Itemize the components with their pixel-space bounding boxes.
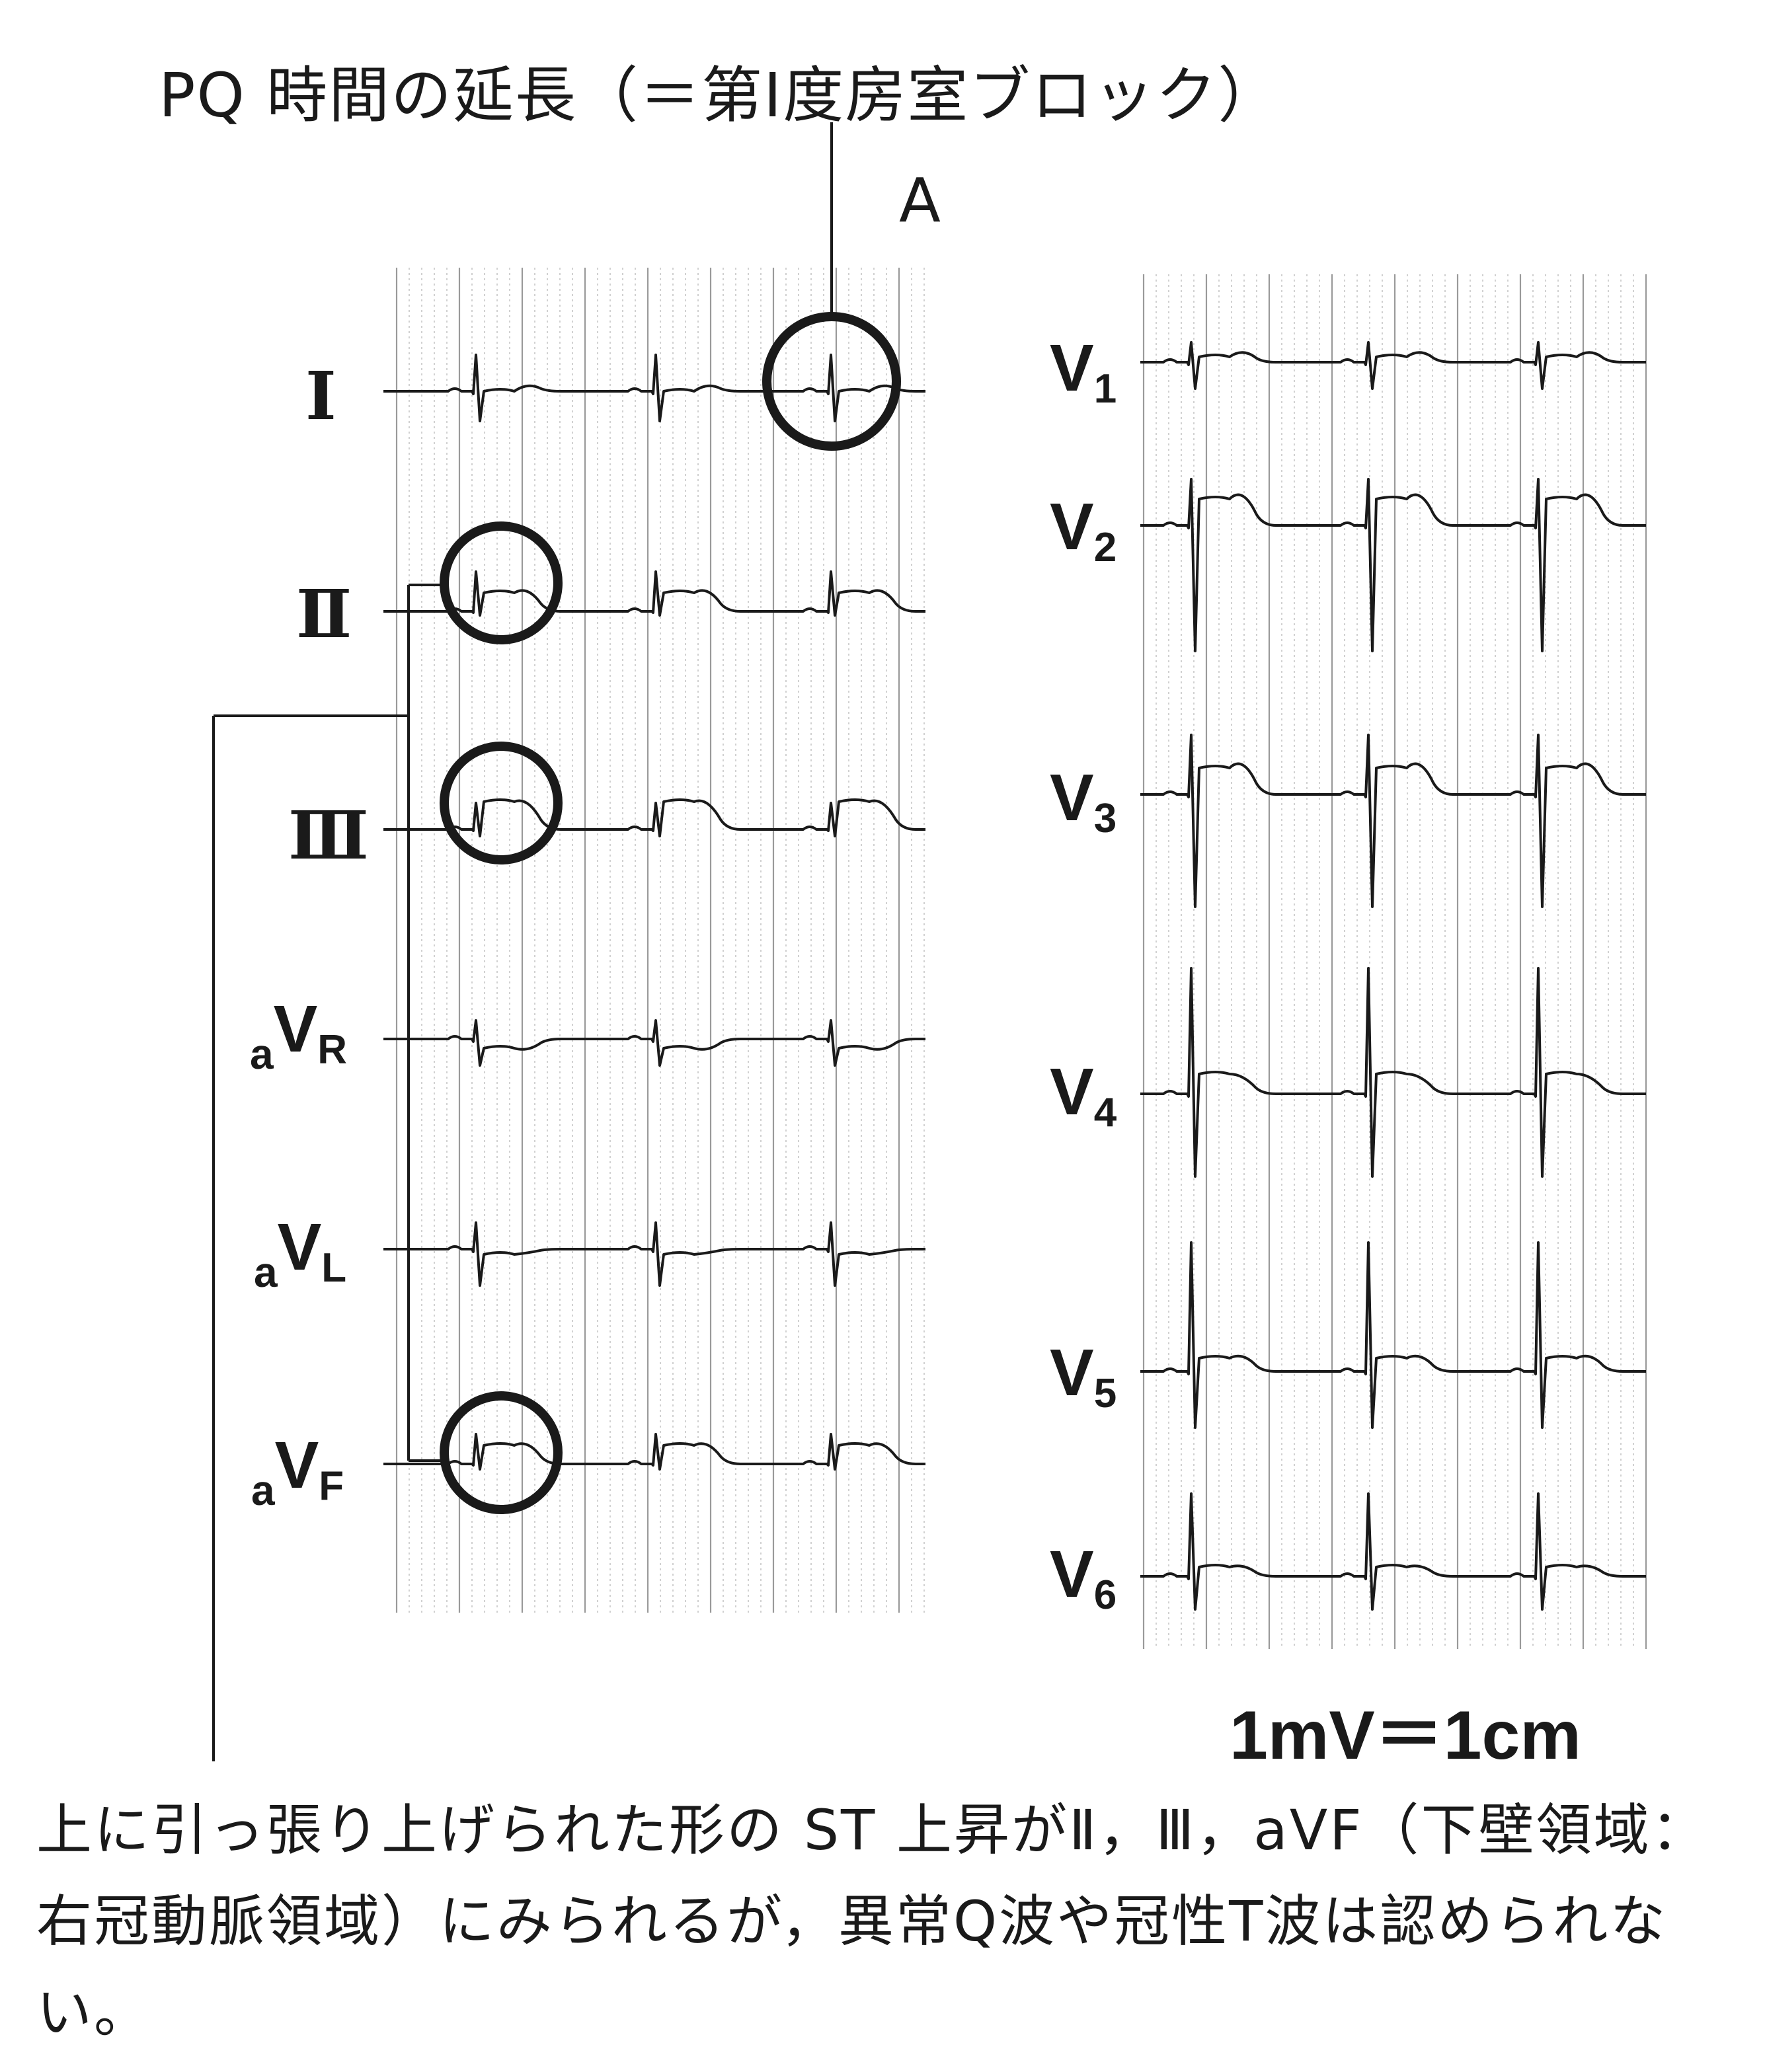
lead-label-V6: V6 — [1050, 1537, 1117, 1619]
lead-label-V2: V2 — [1050, 489, 1117, 571]
highlight-circle-lead-aVF — [440, 1391, 563, 1514]
limb-lead-grid — [395, 268, 925, 1613]
trace-lead-V5 — [1140, 1241, 1646, 1429]
lead-subscript: 2 — [1093, 525, 1117, 570]
highlight-circle-lead-III — [440, 742, 563, 864]
trace-lead-aVL — [383, 1221, 925, 1287]
lead-label-aVL: aVL — [254, 1209, 346, 1297]
lead-label-II: Ⅱ — [296, 575, 352, 653]
lead-main: V — [273, 992, 318, 1066]
lead-label-V4: V4 — [1050, 1054, 1117, 1136]
lead-subscript: 4 — [1093, 1090, 1117, 1135]
lead-prefix: a — [250, 1030, 274, 1078]
lead-subscript: 5 — [1093, 1371, 1117, 1416]
lead-subscript: R — [317, 1027, 348, 1073]
lead-prefix: a — [251, 1467, 275, 1514]
trace-lead-aVF — [383, 1433, 925, 1471]
lead-subscript: 3 — [1093, 796, 1117, 841]
trace-lead-III — [383, 798, 925, 837]
ecg-traces — [383, 341, 1646, 1611]
trace-lead-V3 — [1140, 734, 1646, 908]
lead-prefix: a — [254, 1248, 278, 1296]
marker-a-label: A — [899, 165, 941, 236]
calibration-label: 1mV＝1cm — [1230, 1697, 1581, 1774]
lead-main: V — [1050, 1537, 1094, 1611]
lead-main: V — [1050, 1336, 1094, 1410]
trace-lead-V6 — [1140, 1492, 1646, 1611]
lead-label-V5: V5 — [1050, 1335, 1117, 1417]
st-elevation-caption: 上に引っ張り上げられた形の ST 上昇がⅡ，Ⅲ，aVF（下壁領域：右冠動脈領域）… — [36, 1798, 1709, 2045]
lead-main: V — [1050, 331, 1094, 405]
trace-lead-II — [383, 570, 925, 617]
lead-subscript: F — [319, 1463, 344, 1509]
lead-subscript: 6 — [1093, 1572, 1117, 1618]
chest-lead-grid — [1142, 274, 1647, 1649]
lead-main: V — [277, 1210, 322, 1284]
lead-label-III: Ⅲ — [288, 796, 369, 874]
highlight-circle-lead-I — [762, 312, 901, 451]
lead-label-aVF: aVF — [251, 1428, 344, 1515]
trace-lead-I — [383, 354, 925, 422]
trace-lead-V4 — [1140, 967, 1646, 1178]
lead-main: V — [1050, 1055, 1094, 1129]
lead-subscript: L — [321, 1245, 347, 1291]
lead-subscript: 1 — [1093, 366, 1117, 412]
trace-lead-V1 — [1140, 341, 1646, 390]
lead-main: V — [1050, 490, 1094, 564]
lead-main: V — [1050, 761, 1094, 835]
pq-prolongation-annotation: PQ 時間の延長（＝第Ⅰ度房室ブロック） — [159, 60, 1280, 131]
lead-label-V1: V1 — [1050, 330, 1117, 412]
lead-label-I: Ⅰ — [305, 357, 336, 435]
lead-label-aVR: aVR — [250, 991, 347, 1079]
lead-label-V3: V3 — [1050, 760, 1117, 842]
trace-lead-aVR — [383, 1019, 925, 1067]
lead-main: V — [274, 1428, 319, 1502]
highlight-circle-lead-II — [440, 521, 563, 644]
st-elevation-bracket — [212, 584, 444, 1761]
trace-lead-V2 — [1140, 478, 1646, 652]
